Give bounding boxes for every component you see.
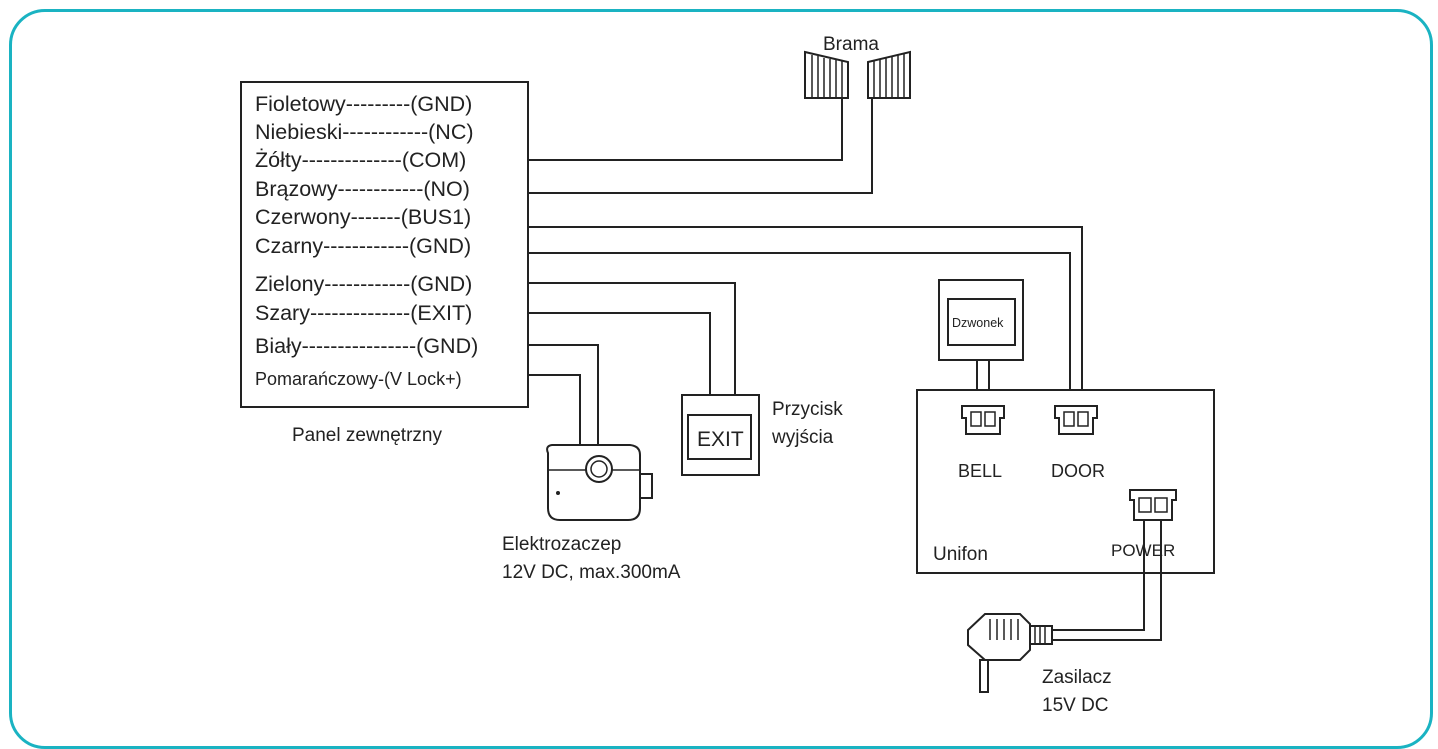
wire-exit	[528, 312, 711, 395]
bell-port-label: BELL	[958, 461, 1002, 481]
electric-strike-icon	[546, 444, 653, 521]
wire-label-orange: Pomarańczowy-(V Lock+)	[255, 369, 462, 389]
wire-gnd-door	[528, 252, 1071, 406]
wire-label-yellow: Żółty--------------(COM)	[255, 148, 466, 172]
power-connector-icon	[1129, 489, 1177, 521]
wire-no	[528, 98, 873, 194]
gate-label: Brama	[823, 34, 879, 55]
wiring-diagram: Fioletowy---------(GND) Niebieski-------…	[240, 34, 1215, 716]
external-panel	[240, 81, 529, 408]
exit-label-line1: Przycisk	[772, 399, 843, 420]
power-supply-label-line2: 15V DC	[1042, 695, 1109, 716]
door-connector-icon	[1054, 405, 1098, 435]
wire-power-2	[1052, 520, 1162, 641]
wire-label-black: Czarny------------(GND)	[255, 234, 471, 258]
exit-button	[687, 414, 752, 460]
wire-label-white: Biały----------------(GND)	[255, 334, 478, 358]
wire-bus1	[528, 226, 1083, 406]
wire-label-red: Czerwony-------(BUS1)	[255, 205, 471, 229]
intercom-label: Unifon	[933, 544, 988, 565]
exit-button-text: EXIT	[697, 428, 744, 451]
strike-label-line1: Elektrozaczep	[502, 534, 621, 555]
wire-gnd-exit	[528, 282, 736, 395]
wire-label-brown: Brązowy------------(NO)	[255, 177, 470, 201]
wire-label-grey: Szary--------------(EXIT)	[255, 301, 472, 325]
power-adapter-icon	[967, 613, 1053, 693]
wire-label-purple: Fioletowy---------(GND)	[255, 92, 472, 116]
wire-com	[528, 98, 843, 161]
power-supply-label-line1: Zasilacz	[1042, 667, 1112, 688]
wire-label-green: Zielony------------(GND)	[255, 272, 472, 296]
panel-title: Panel zewnętrzny	[292, 425, 442, 446]
door-port-label: DOOR	[1051, 461, 1105, 481]
bell-connector-icon	[961, 405, 1005, 435]
gate-icon	[804, 50, 911, 99]
exit-label-line2: wyjścia	[771, 427, 834, 448]
bell-button	[947, 298, 1016, 346]
wire-vlock	[528, 374, 581, 447]
wire-label-blue: Niebieski------------(NC)	[255, 120, 474, 144]
wire-power-1	[1052, 520, 1145, 631]
bell-label: Dzwonek	[952, 316, 1004, 330]
wire-gnd-strike	[528, 344, 599, 447]
strike-label-line2: 12V DC, max.300mA	[502, 562, 681, 583]
